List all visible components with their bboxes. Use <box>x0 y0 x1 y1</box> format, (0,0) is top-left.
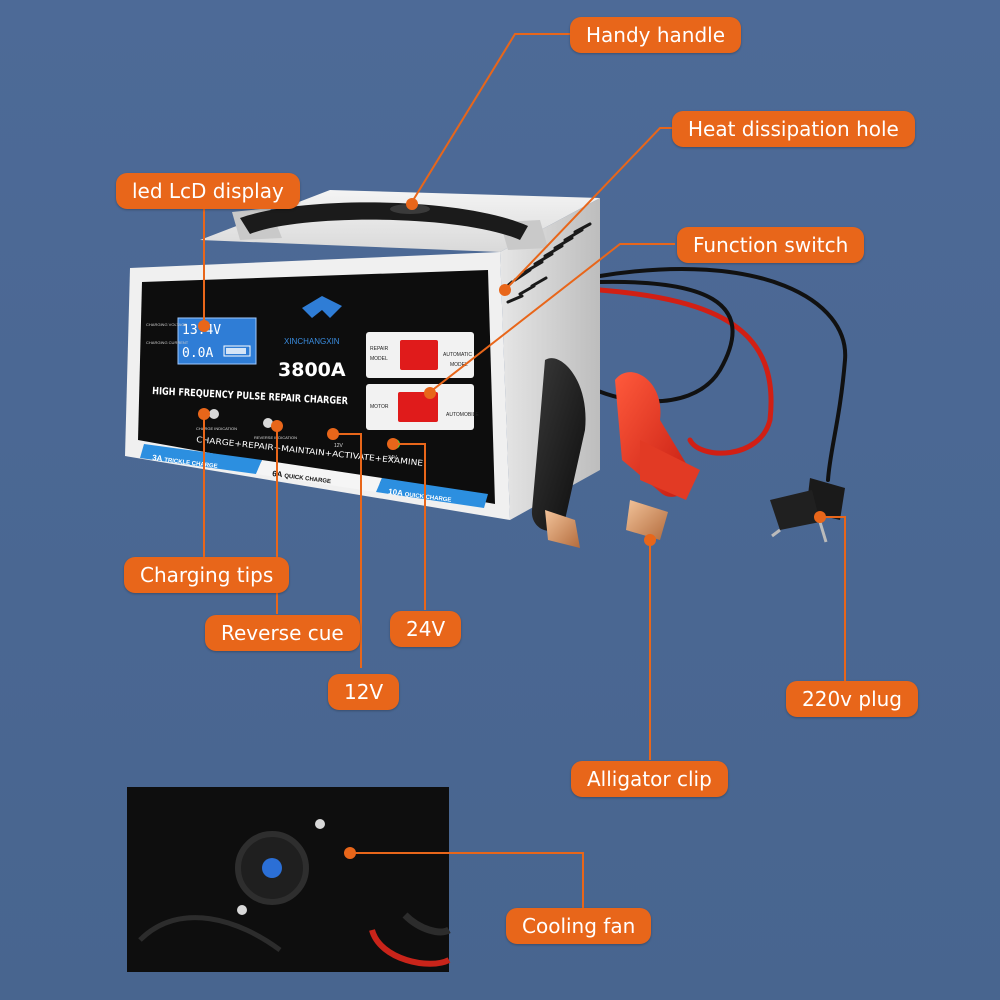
power-cord <box>598 267 848 482</box>
callout-heat-dissipation-hole: Heat dissipation hole <box>672 111 915 147</box>
svg-text:10A QUICK CHARGE: 10A QUICK CHARGE <box>388 487 452 504</box>
repair-mode-switch <box>400 340 438 370</box>
svg-text:24V: 24V <box>388 455 398 461</box>
callout-alligator-clip: Alligator clip <box>571 761 728 797</box>
callout-cooling-fan: Cooling fan <box>506 908 652 944</box>
reverse-indicator-light <box>263 418 273 428</box>
svg-text:AUTOMATIC: AUTOMATIC <box>443 352 472 358</box>
brand-name: XINCHANGXIN <box>284 337 340 346</box>
red-cable <box>597 287 774 456</box>
callout-24v: 24V <box>390 611 462 647</box>
lcd-current: 0.0A <box>182 346 213 361</box>
model-number: 3800A <box>278 359 346 381</box>
callout-12v: 12V <box>328 674 400 710</box>
svg-text:MODEL: MODEL <box>370 356 388 362</box>
svg-text:REVERSE INDICATION: REVERSE INDICATION <box>254 435 297 440</box>
power-plug <box>770 478 845 543</box>
cables <box>578 267 848 482</box>
callout-handy-handle: Handy handle <box>570 17 742 53</box>
charge-indicator-light <box>209 409 219 419</box>
callout-led-lcd-display: led LcD display <box>116 173 300 209</box>
black-alligator-clip <box>531 358 586 548</box>
lcd-display: 13.4V 0.0A CHARGING VOLTAGE CHARGING CUR… <box>146 317 257 365</box>
callout-220v-plug: 220v plug <box>786 681 918 717</box>
charge-bands: 3A TRICKLE CHARGE 6A QUICK CHARGE 10A QU… <box>140 444 488 508</box>
leader-lines <box>203 33 846 908</box>
brand-logo-icon <box>302 296 342 318</box>
red-alligator-clip <box>615 372 700 540</box>
svg-text:CHARGE INDICATION: CHARGE INDICATION <box>196 426 237 431</box>
svg-text:REPAIR: REPAIR <box>370 346 389 352</box>
svg-text:12V: 12V <box>334 443 344 449</box>
vehicle-type-switch <box>398 392 438 422</box>
callout-charging-tips: Charging tips <box>124 557 290 593</box>
lcd-voltage-label: CHARGING VOLTAGE <box>146 322 187 327</box>
function-switch-panel: REPAIR MODEL AUTOMATIC MODEL MOTOR AUTOM… <box>366 332 479 430</box>
handle <box>232 202 548 250</box>
callout-reverse-cue: Reverse cue <box>205 615 360 651</box>
svg-text:AUTOMOBILE: AUTOMOBILE <box>446 412 479 418</box>
svg-text:MODEL: MODEL <box>450 362 468 368</box>
lcd-current-label: CHARGING CURRENT <box>146 340 189 345</box>
callout-function-switch: Function switch <box>677 227 865 263</box>
leader-dots <box>198 198 826 859</box>
svg-text:MOTOR: MOTOR <box>370 404 389 410</box>
fan-inset <box>127 787 451 972</box>
